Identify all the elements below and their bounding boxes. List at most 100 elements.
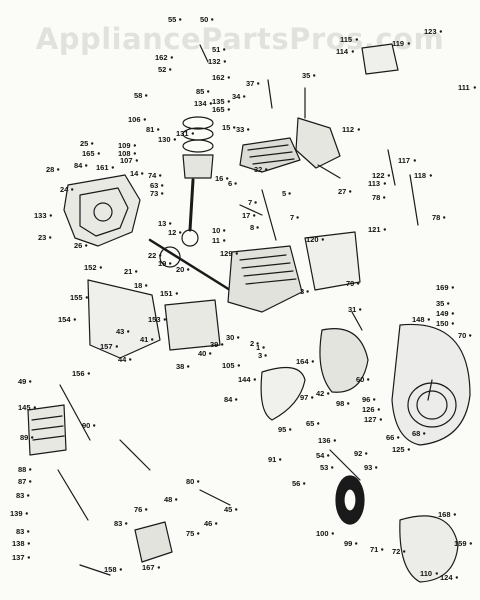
leader-dot xyxy=(303,482,306,485)
part-number-label: 138 xyxy=(12,539,25,548)
part-number-label: 84 xyxy=(74,161,83,170)
part-number-label: 162 xyxy=(155,53,168,62)
leader-dot xyxy=(327,392,330,395)
leader-dot xyxy=(313,74,316,77)
leader-dot xyxy=(296,216,299,219)
part-number-label: 14 xyxy=(130,169,139,178)
leader-dot xyxy=(27,494,30,497)
part-number-label: 106 xyxy=(128,115,141,124)
part-number-label: 31 xyxy=(348,305,356,314)
leader-dot xyxy=(367,378,370,381)
leader-dot xyxy=(27,530,30,533)
crankshaft xyxy=(148,238,232,292)
part-number-label: 66 xyxy=(386,433,394,442)
leader-dot xyxy=(311,396,314,399)
part-number-label: 76 xyxy=(134,505,142,514)
part-number-label: 27 xyxy=(338,187,346,196)
leader-dot xyxy=(119,568,123,571)
leader-dot xyxy=(365,452,368,455)
part-number-label: 139 xyxy=(10,509,23,518)
leader-dot xyxy=(49,214,52,217)
part-number-label: 74 xyxy=(148,171,157,180)
leader-dot xyxy=(209,102,212,105)
leader-dot xyxy=(351,50,354,53)
leader-dot xyxy=(331,466,334,469)
part-number-label: 71 xyxy=(370,545,378,554)
part-number-label: 42 xyxy=(316,389,324,398)
leader-dot xyxy=(235,398,238,401)
part-number-label: 44 xyxy=(118,355,127,364)
part-number-label: 159 xyxy=(454,539,467,548)
part-number-label: 99 xyxy=(344,539,352,548)
leader-dot xyxy=(453,513,456,516)
part-number-label: 38 xyxy=(176,362,184,371)
part-number-label: 1 xyxy=(256,343,260,352)
part-number-label: 120 xyxy=(306,235,319,244)
part-number-label: 105 xyxy=(222,361,235,370)
leader-dot xyxy=(223,229,226,232)
leader-dot xyxy=(451,286,454,289)
leader-dot xyxy=(135,270,138,273)
part-number-label: 6 xyxy=(228,179,232,188)
piston xyxy=(182,154,214,179)
leader-dot xyxy=(173,138,176,141)
part-number-label: 161 xyxy=(96,163,109,172)
part-number-label: 153 xyxy=(148,315,161,324)
part-number-label: 125 xyxy=(392,445,405,454)
chain-cover xyxy=(361,43,399,75)
part-number-label: 20 xyxy=(176,265,184,274)
leader-dot xyxy=(237,364,240,367)
leader-dot xyxy=(221,343,224,346)
leader-dot xyxy=(85,296,89,299)
part-number-label: 32 xyxy=(254,165,262,174)
leader-dot xyxy=(427,318,430,321)
part-number-label: 114 xyxy=(336,47,349,56)
leader-dot xyxy=(423,432,426,435)
part-number-label: 96 xyxy=(362,395,370,404)
leader-dot xyxy=(145,94,148,97)
part-number-label: 118 xyxy=(414,171,426,180)
leader-dot xyxy=(209,352,212,355)
crankcase-cover xyxy=(63,174,141,247)
part-number-label: 149 xyxy=(436,309,449,318)
leader-dot xyxy=(29,480,32,483)
leader-dot xyxy=(157,128,160,131)
leader-dot xyxy=(264,354,267,357)
leader-dot xyxy=(383,182,386,185)
part-number-label: 52 xyxy=(158,65,166,74)
part-number-label: 79 xyxy=(346,279,354,288)
part-number-label: 18 xyxy=(134,281,142,290)
oil-pump xyxy=(134,521,173,563)
leader-dot xyxy=(211,18,214,21)
leader-dot xyxy=(355,542,358,545)
part-number-label: 15 xyxy=(222,123,230,132)
leader-dot xyxy=(159,254,162,257)
leader-dot xyxy=(151,338,154,341)
part-number-label: 16 xyxy=(215,174,223,183)
leader-dot xyxy=(451,312,454,315)
leader-dot xyxy=(289,428,292,431)
part-number-label: 63 xyxy=(150,181,158,190)
leader-dot xyxy=(135,159,138,162)
leader-dot xyxy=(175,498,178,501)
carburetor xyxy=(295,117,341,169)
leader-dot xyxy=(235,252,238,255)
leader-dot xyxy=(33,406,36,409)
leader-dot xyxy=(349,190,352,193)
leader-dot xyxy=(141,172,144,175)
part-number-label: 78 xyxy=(432,213,440,222)
part-number-label: 92 xyxy=(354,449,362,458)
leader-dot xyxy=(243,95,246,98)
part-number-label: 80 xyxy=(186,477,194,486)
part-number-label: 85 xyxy=(196,87,204,96)
leader-dot xyxy=(279,458,282,461)
leader-dot xyxy=(288,192,291,195)
part-number-label: 22 xyxy=(148,251,156,260)
part-number-label: 48 xyxy=(164,495,172,504)
leader-dot xyxy=(133,144,136,147)
leader-dot xyxy=(175,292,178,295)
part-number-label: 83 xyxy=(16,527,24,536)
part-number-label: 131 xyxy=(176,129,189,138)
leader-dot xyxy=(265,168,268,171)
